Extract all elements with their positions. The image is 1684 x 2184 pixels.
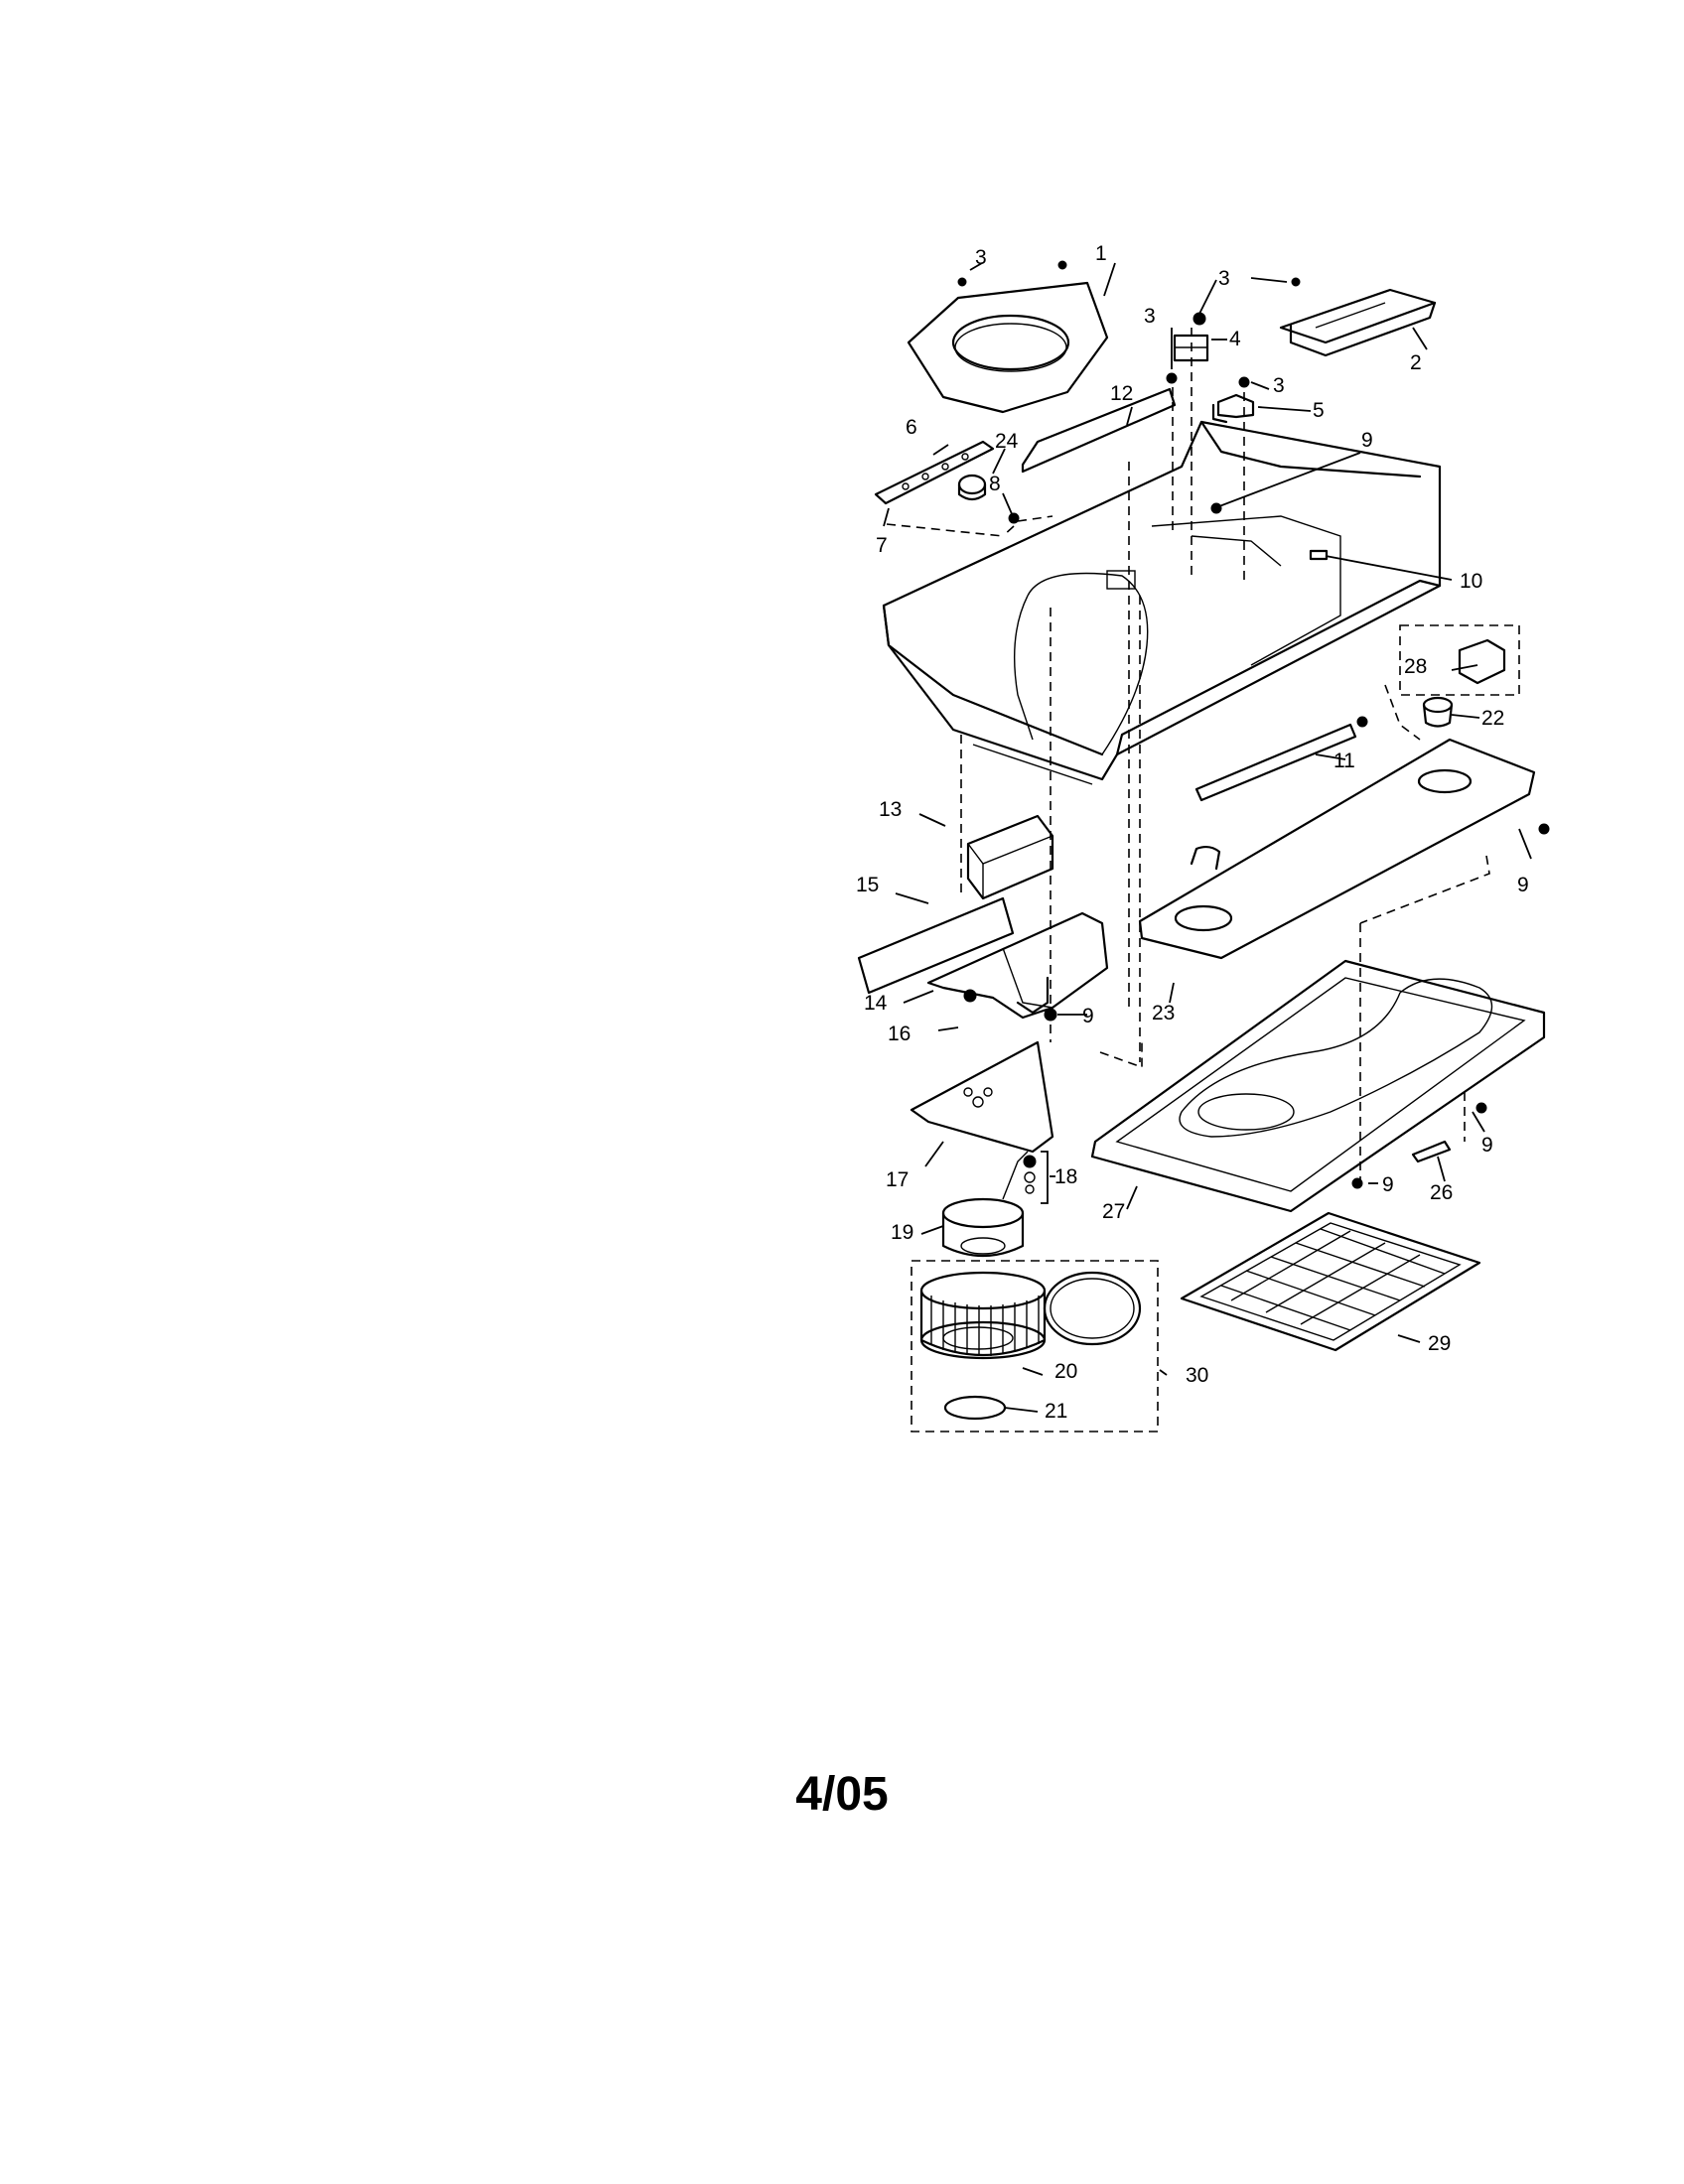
callout-2: 2 [1410,351,1422,374]
callout-26: 26 [1430,1181,1453,1204]
page-date-stamp: 4/05 [795,1768,889,1821]
callout-4: 4 [1229,328,1241,350]
part-19-motor [941,1151,1029,1258]
callout-20: 20 [1054,1360,1077,1383]
callout-7: 7 [876,534,888,557]
callout-3: 3 [1144,305,1156,328]
callout-22: 22 [1481,707,1504,730]
callout-1: 1 [1095,242,1107,265]
callout-6: 6 [906,416,917,439]
callout-9: 9 [1361,429,1373,452]
callout-24: 24 [995,430,1019,453]
callout-3: 3 [1273,374,1285,397]
callout-17: 17 [886,1168,909,1191]
part-26-clip [1411,1140,1452,1163]
part-6-control-panel [874,440,995,505]
callout-30: 30 [1186,1364,1208,1387]
part-30-kit-box [911,1260,1159,1433]
callout-9: 9 [1481,1134,1493,1157]
part-17-motor-plate [910,1040,1054,1154]
part-11-rail [1194,723,1357,802]
callout-28: 28 [1404,655,1427,678]
part-22-lamp-socket [1422,696,1454,728]
leader-lines [883,262,1532,1413]
callout-18: 18 [1054,1165,1077,1188]
part-15-cover-panel [857,896,1015,995]
screw-icons [957,260,1550,1189]
callout-21: 21 [1045,1400,1067,1423]
callout-29: 29 [1428,1332,1451,1355]
callout-19: 19 [891,1221,913,1244]
part-5-bracket [1211,393,1255,424]
callout-13: 13 [879,798,902,821]
part-12-front-panel [1021,387,1177,474]
callout-9: 9 [1517,874,1529,896]
part-10-tab [1309,549,1329,561]
callout-23: 23 [1152,1002,1175,1024]
part-20-blower-wheel [919,1271,1047,1360]
callout-16: 16 [888,1023,911,1045]
callout-labels: 1 2 3 3 3 3 4 5 6 7 8 9 9 9 9 9 10 11 12… [856,242,1529,1423]
callout-5: 5 [1313,399,1325,422]
part-28-switch-box [1399,624,1520,696]
alignment-lines [886,328,1490,1181]
part-23-light-panel [1138,738,1536,960]
callout-10: 10 [1460,570,1482,593]
callout-27: 27 [1102,1200,1125,1223]
callout-8: 8 [989,473,1001,495]
callout-9: 9 [1382,1173,1394,1196]
part-14-blower-housing [926,911,1109,1020]
part-29-grease-filter [1180,1211,1481,1352]
part-24-knob [957,474,987,501]
callout-11: 11 [1333,750,1355,772]
callout-14: 14 [864,992,888,1015]
callout-3: 3 [1218,267,1230,290]
callout-12: 12 [1110,382,1133,405]
part-18-hardware [1023,1151,1049,1204]
part-27-bottom-tray [1090,959,1546,1213]
callout-9: 9 [1082,1005,1094,1027]
part-13-junction-box [966,814,1054,900]
hood-body [882,420,1442,785]
callout-3: 3 [975,246,987,269]
part-2-damper-channel [1279,288,1437,357]
blower-ring [1043,1271,1142,1346]
callout-15: 15 [856,874,879,896]
part-1-duct-plate [907,281,1109,414]
part-21-disc [943,1395,1007,1421]
